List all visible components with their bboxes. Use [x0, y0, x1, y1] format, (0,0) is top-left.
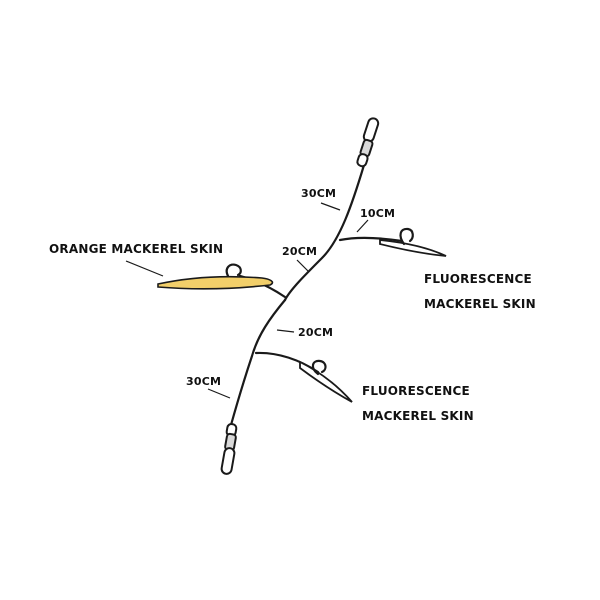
label-fluoro-lower-line2: MACKEREL SKIN [362, 409, 474, 423]
hook-upper-icon [399, 227, 414, 246]
branch-upper-right [338, 236, 404, 243]
swivel-top-icon [356, 117, 380, 168]
label-length-upper-branch: 10CM [360, 207, 396, 220]
leader-30cm-bottom [207, 388, 231, 399]
label-length-bottom: 30CM [186, 375, 222, 388]
label-fluoro-upper-line2: MACKEREL SKIN [424, 297, 536, 311]
fluoro-skin-upper [379, 227, 447, 257]
leader-20cm-mid [296, 259, 309, 272]
hook-orange-icon [225, 263, 242, 278]
leader-10cm [356, 219, 369, 233]
label-fluoro-upper: FLUORESCENCE MACKEREL SKIN [424, 267, 536, 317]
hook-lower-icon [311, 359, 327, 376]
label-fluoro-lower-line1: FLUORESCENCE [362, 384, 470, 398]
leader-orange [125, 260, 164, 277]
orange-skin [157, 263, 274, 290]
label-fluoro-upper-line1: FLUORESCENCE [424, 272, 532, 286]
label-length-lower-middle: 20CM [298, 326, 334, 339]
label-length-top: 30CM [301, 187, 337, 200]
label-length-middle: 20CM [282, 245, 318, 258]
leader-30cm-top [320, 202, 341, 211]
swivel-bottom-icon [220, 423, 238, 475]
leader-20cm-low [276, 329, 295, 333]
label-orange-skin: ORANGE MACKEREL SKIN [49, 242, 224, 256]
fluoro-skin-lower [299, 359, 353, 403]
label-fluoro-lower: FLUORESCENCE MACKEREL SKIN [362, 379, 474, 429]
main-line-lower [229, 298, 287, 427]
main-line-upper [283, 163, 366, 302]
